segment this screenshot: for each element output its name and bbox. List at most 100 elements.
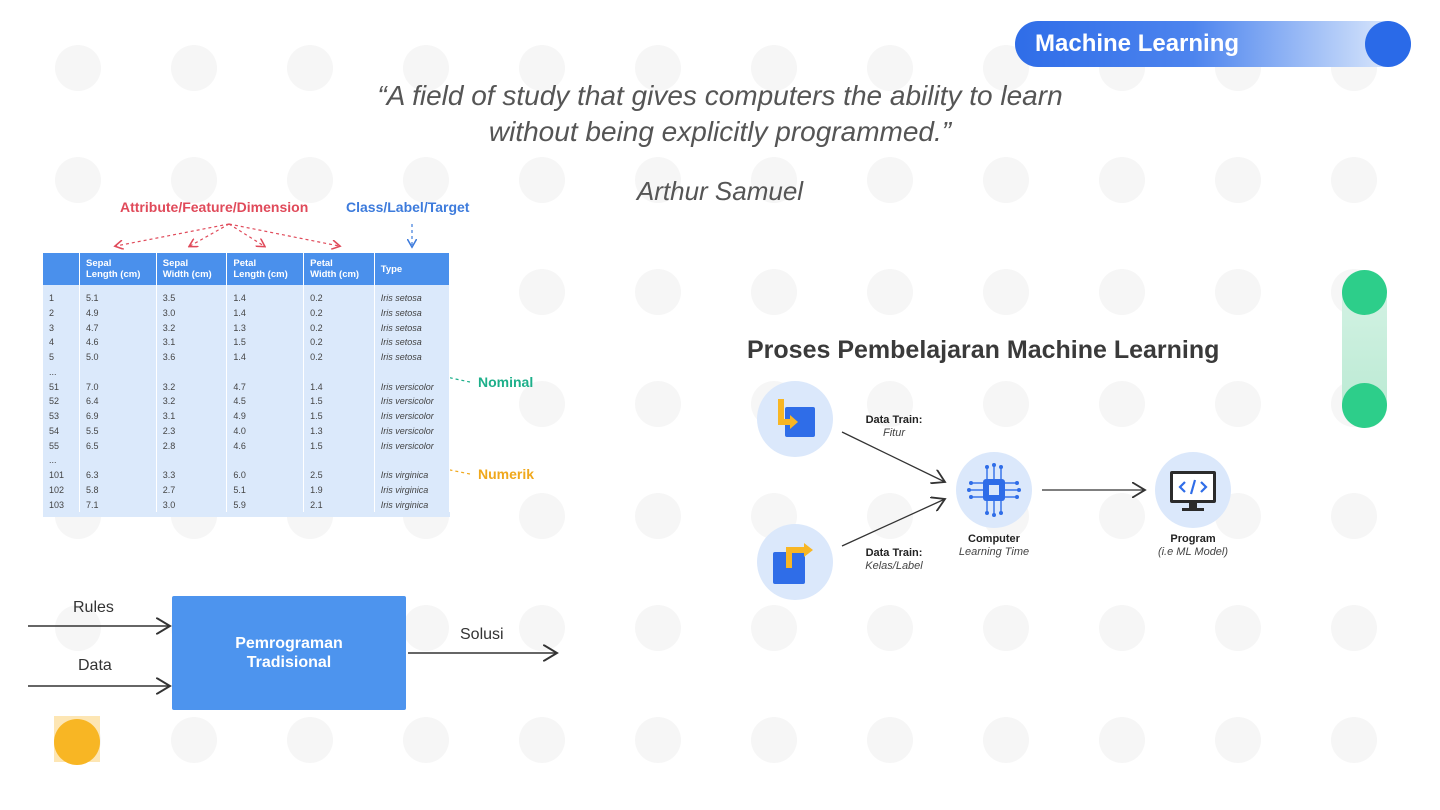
table-cell: Iris versicolor [374,379,451,395]
table-cell: 5.5 [79,423,157,439]
table-cell: 6.0 [226,468,305,483]
background-dot [1099,605,1145,651]
badge-dot [1365,21,1411,67]
traditional-programming-label: Pemrograman Tradisional [235,635,343,671]
background-dot [983,157,1029,203]
background-dot [867,45,913,91]
table-cell: Iris virginica [374,482,451,498]
table-cell: 1.3 [303,423,375,439]
background-dot [867,493,913,539]
decor-yellow-dot [54,719,100,765]
table-cell: 5.9 [226,497,305,513]
table-cell: 1.5 [226,335,305,350]
attribute-label: Attribute/Feature/Dimension [120,199,309,215]
table-cell: 2.3 [156,423,228,439]
background-dot [171,45,217,91]
background-dot [55,45,101,91]
background-dot [1099,157,1145,203]
background-dot [867,269,913,315]
program-caption: Program(i.e ML Model) [1157,533,1229,558]
data-label: Data [78,657,112,674]
quote-line-2: without being explicitly programmed.” [488,116,952,147]
background-dot [1099,717,1145,763]
table-cell: Iris versicolor [374,423,451,439]
background-dot [635,493,681,539]
background-dot [1099,493,1145,539]
table-cell: 3.2 [156,394,228,409]
table-cell: 5.1 [226,482,305,498]
table-cell: 1.5 [303,409,375,424]
background-dot [867,717,913,763]
table-cell: Iris virginica [374,497,451,513]
background-dot [635,717,681,763]
section-badge-label: Machine Learning [1035,30,1240,57]
background-dot [751,605,797,651]
table-cell: 0.2 [303,285,375,306]
table-cell: 3.5 [156,285,228,306]
background-dot [983,381,1029,427]
background-dot [751,157,797,203]
nominal-label: Nominal [478,374,534,390]
table-cell: 101 [43,468,80,483]
solution-label: Solusi [460,626,504,643]
table-cell: Iris setosa [374,320,451,336]
background-dot [519,45,565,91]
background-dot [55,605,101,651]
table-cell: Iris setosa [374,335,451,350]
table-cell: 54 [43,423,80,439]
table-cell: 4 [43,335,80,350]
decor-green-dot-top [1342,270,1387,315]
table-cell: 4.6 [226,438,305,454]
background-dot [867,157,913,203]
background-dot [867,605,913,651]
background-dot [751,269,797,315]
table-cell: 52 [43,394,80,409]
table-cell: Iris setosa [374,305,451,321]
background-dot [287,45,333,91]
background-dot [751,45,797,91]
table-cell [303,364,375,380]
background-dot [519,157,565,203]
label-data-icon [757,524,833,600]
background-dot [55,157,101,203]
table-cell: 102 [43,482,80,498]
table-cell: 3.3 [156,468,228,483]
table-cell [79,364,157,380]
background-dot [635,157,681,203]
table-cell: 4.0 [226,423,305,439]
table-cell: 7.1 [79,497,157,513]
background-dot [287,157,333,203]
background-dot [403,605,449,651]
table-cell [156,364,228,380]
background-dot [1331,157,1377,203]
table-cell: 1 [43,285,80,306]
background-dot [287,717,333,763]
table-cell: 7.0 [79,379,157,395]
table-cell [303,453,375,468]
background-dot [519,493,565,539]
table-cell: 55 [43,438,80,454]
table-cell: 0.2 [303,305,375,321]
table-cell: 5.0 [79,350,157,365]
table-cell: 4.9 [226,409,305,424]
table-cell: 5.1 [79,285,157,306]
numeric-label: Numerik [478,466,535,482]
background-dot [403,717,449,763]
table-cell: 3.0 [156,305,228,321]
background-dot [983,605,1029,651]
table-cell: Iris versicolor [374,394,451,409]
table-cell: 1.5 [303,394,375,409]
